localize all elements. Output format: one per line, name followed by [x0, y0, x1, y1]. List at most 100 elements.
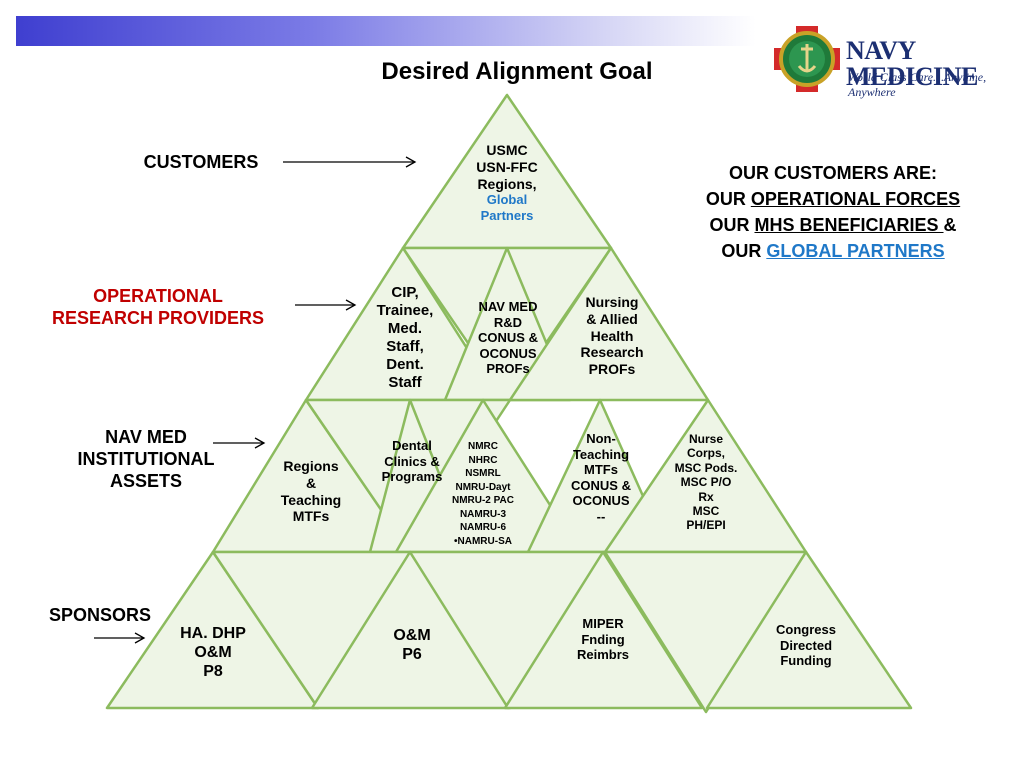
triangle-text-line: Research: [580, 344, 644, 361]
triangle-nursing: [508, 246, 710, 402]
triangle-text-line: NHRC: [468, 454, 498, 466]
operational-label-line1: OPERATIONAL: [93, 286, 223, 306]
navy-medicine-logo: [774, 26, 840, 92]
triangle-text-line: R&D: [493, 314, 523, 330]
triangle-text-line: P8: [203, 663, 223, 681]
triangle-text-line: •NAMRU-SA: [454, 535, 512, 547]
triangle-text-line: Corps,: [686, 446, 725, 461]
triangle-text-line: &: [305, 474, 317, 491]
usn-ffc-text: USN-FFC: [476, 158, 538, 175]
triangle-text-line: CONUS &: [571, 477, 631, 493]
statement-suffix: &: [943, 215, 957, 236]
triangle-text-line: Staff: [388, 374, 422, 391]
operational-label-line2: RESEARCH PROVIDERS: [51, 307, 265, 328]
triangle-text-line: P6: [402, 646, 422, 664]
triangle-text-line: Nursing: [585, 294, 639, 310]
statement-prefix: OUR: [721, 241, 767, 262]
triangle-text-line: Health: [590, 327, 634, 344]
triangle-text-line: HA. DHP: [180, 625, 246, 642]
statement-line1: OUR CUSTOMERS ARE:: [728, 163, 937, 183]
operational-label: OPERATIONAL RESEARCH PROVIDERS: [16, 286, 300, 330]
triangle-text-line: NMRC: [468, 441, 498, 452]
triangle-text-line: & Allied: [586, 310, 638, 327]
triangle-text-line: Teaching: [280, 491, 342, 508]
triangle-text-line: O&M: [393, 627, 431, 644]
statement-prefix: OUR: [709, 215, 755, 236]
title-bar-gradient: [16, 16, 756, 46]
cip-triangle-text: CIP,Trainee,Med.Staff,Dent.Staff: [365, 284, 445, 392]
regions-text: Regions,: [477, 175, 537, 192]
customers-statement: OUR CUSTOMERS ARE: OUR OPERATIONAL FORCE…: [660, 160, 1006, 264]
triangle-text-line: Nurse: [688, 432, 723, 446]
triangle-text-line: Fnding: [581, 631, 625, 647]
triangle-miper: [503, 550, 704, 710]
triangle-text-line: NSMRL: [465, 468, 501, 479]
triangle-text-line: NAV MED: [478, 299, 538, 314]
triangle-text-line: OCONUS: [479, 345, 537, 361]
sponsors-label: SPONSORS: [48, 605, 152, 625]
navmed-assets-label: NAV MED INSTITUTIONAL ASSETS: [48, 427, 244, 493]
customers-triangle-text: USMC USN-FFC Regions, Global Partners: [457, 142, 557, 224]
triangle-text-line: MSC P/O: [680, 475, 732, 490]
triangle-text-line: MSC: [692, 503, 720, 518]
global-partners-link[interactable]: GLOBAL PARTNERS: [766, 241, 945, 262]
triangle-text-line: NMRU-2 PAC: [451, 495, 515, 506]
triangle-text-line: PROFs: [486, 361, 530, 377]
navmed-label-line1: NAV MED: [105, 427, 187, 447]
om-triangle-text: O&M P6: [370, 626, 454, 664]
triangle-text-line: Teaching: [572, 446, 630, 462]
triangle-text-line: Rx: [698, 489, 714, 504]
triangle-text-line: Non-: [586, 431, 616, 446]
operational-forces-text: OPERATIONAL FORCES: [750, 189, 961, 210]
navmed-label-line2: INSTITUTIONAL: [77, 448, 215, 469]
triangle-text-line: MSC Pods.: [674, 460, 738, 475]
triangle-text-line: PH/EPI: [686, 518, 726, 533]
mhs-beneficiaries-text: MHS BENEFICIARIES: [754, 215, 944, 236]
triangle-text-line: MTFs: [292, 508, 330, 525]
customers-label: CUSTOMERS: [143, 152, 259, 172]
triangle-text-line: Staff,: [386, 338, 424, 355]
triangle-text-line: CIP,: [391, 284, 419, 301]
triangle-text-line: Programs: [381, 469, 443, 485]
partners-text: Partners: [480, 207, 534, 223]
statement-prefix: OUR: [705, 189, 751, 210]
statement-line2: OUR OPERATIONAL FORCES: [660, 186, 1006, 212]
triangle-text-line: --: [596, 508, 606, 524]
triangle-text-line: NMRU-Dayt: [455, 481, 511, 493]
triangle-text-line: Reimbrs: [576, 647, 630, 663]
triangle-text-line: MIPER: [582, 616, 624, 631]
triangle-text-line: NAMRU-6: [459, 522, 507, 533]
triangle-text-line: NAMRU-3: [459, 508, 507, 520]
navmed-label-line3: ASSETS: [109, 470, 183, 491]
triangle-text-line: OCONUS: [572, 493, 630, 509]
triangle-text-line: Funding: [780, 653, 832, 669]
triangle-text-line: Dent.: [386, 356, 424, 373]
logo-tagline: World Class Care…Anytime, Anywhere: [848, 70, 987, 99]
triangle-text-line: MTFs: [584, 462, 618, 478]
triangle-text-line: Directed: [779, 637, 833, 653]
triangle-text-line: Trainee,: [376, 302, 434, 319]
logo-name: NAVY MEDICINE: [846, 36, 978, 91]
triangle-text-line: Dental: [392, 438, 432, 453]
global-text: Global: [486, 192, 528, 208]
triangle-text-line: Congress: [776, 622, 836, 637]
triangle-text-line: Med.: [387, 320, 423, 337]
page-title: Desired Alignment Goal: [381, 58, 653, 85]
triangle-text-line: Clinics &: [384, 453, 440, 469]
triangle-congress: [705, 550, 913, 710]
triangle-text-line: Regions: [283, 458, 339, 474]
triangle-text-line: CONUS &: [478, 330, 538, 346]
statement-line3: OUR MHS BENEFICIARIES &: [660, 212, 1006, 238]
statement-line4: OUR GLOBAL PARTNERS: [660, 238, 1006, 264]
usmc-text: USMC: [486, 142, 528, 158]
